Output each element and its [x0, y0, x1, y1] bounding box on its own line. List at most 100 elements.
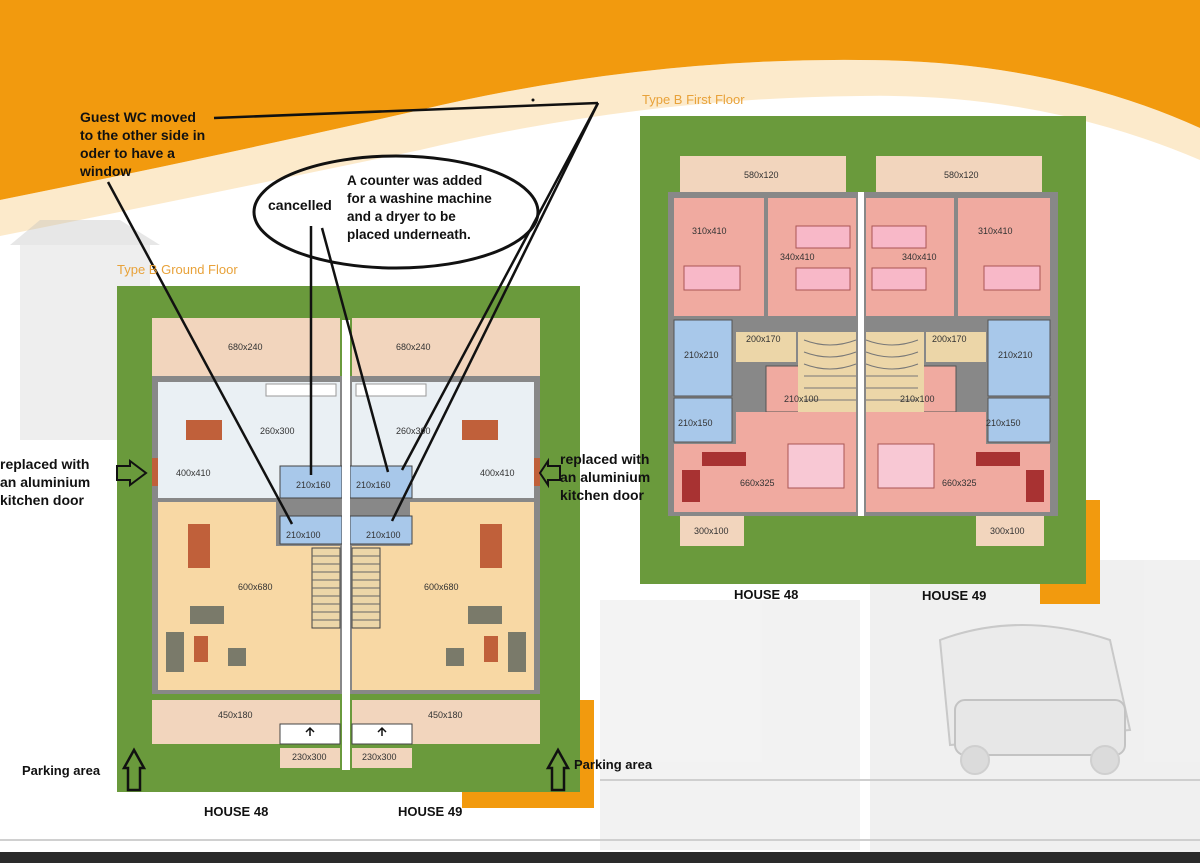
annotation-lines [106, 101, 600, 792]
annotation-dot [531, 98, 535, 102]
room-label: 260x300 [260, 426, 295, 436]
ground-floor-heading: Type B Ground Floor [117, 262, 238, 277]
room-label: 200x170 [932, 334, 967, 344]
room-label: 680x240 [396, 342, 431, 352]
terrace-right [352, 318, 540, 378]
kitchen-door-right [534, 458, 540, 486]
sofa-right [508, 632, 526, 672]
sofa-first-right [976, 452, 1020, 466]
room-label: 210x160 [356, 480, 391, 490]
annotation-line: replaced with [0, 456, 90, 472]
annotation-line: oder to have a [80, 145, 175, 161]
room-label: 260x300 [396, 426, 431, 436]
annotation-line: placed underneath. [347, 227, 471, 242]
annotation-line: an aluminium [0, 474, 91, 490]
room-label: 340x410 [902, 252, 937, 262]
bedroom2-right [866, 198, 954, 316]
room-label: 660x325 [942, 478, 977, 488]
annotation-door-left: replaced with an aluminium kitchen door [0, 455, 90, 509]
annotation-door-right: replaced with an aluminium kitchen door [560, 450, 650, 504]
annotation-line: kitchen door [560, 487, 645, 503]
room-label: 210x100 [784, 394, 819, 404]
annotation-guest-wc: Guest WC moved to the other side in oder… [80, 108, 205, 180]
room-label: 200x170 [746, 334, 781, 344]
balcony-right [876, 156, 1042, 192]
room-label: 660x325 [740, 478, 775, 488]
annotation-line: replaced with [560, 451, 650, 467]
bottom-strip [0, 852, 1200, 863]
annotation-parking-left: Parking area [22, 763, 101, 778]
room-label: 310x410 [978, 226, 1013, 236]
room-label: 310x410 [692, 226, 727, 236]
master-right-ext [866, 412, 986, 446]
background-house-sketch [0, 220, 1200, 860]
master-left-ext [736, 412, 856, 446]
annotation-line: Guest WC moved [80, 109, 196, 125]
armchair-right [468, 606, 502, 624]
coffee-table-left [194, 636, 208, 662]
stairs-right [351, 547, 381, 629]
room-label: 400x410 [480, 468, 515, 478]
balcony-left [680, 156, 846, 192]
bathroom-right [987, 319, 1051, 397]
annotation-cancelled: cancelled [268, 197, 332, 213]
annotation-line: kitchen door [0, 492, 85, 508]
landing-left [736, 332, 796, 362]
annotation-line: A counter was added [347, 173, 483, 188]
master-bed-right [877, 443, 935, 489]
landing-right [926, 332, 986, 362]
first-stairs-right [865, 332, 924, 412]
room-label: 600x680 [238, 582, 273, 592]
annotation-line: for a washine machine [347, 191, 492, 206]
room-label: 300x100 [694, 526, 729, 536]
annotation-counter: A counter was added for a washine machin… [347, 172, 492, 244]
sofa-left [166, 632, 184, 672]
bed-4 [871, 225, 927, 249]
annotation-parking-right: Parking area [574, 757, 653, 772]
orange-header-band [0, 0, 1200, 200]
front-balcony-right [976, 516, 1044, 546]
room-label: 210x100 [286, 530, 321, 540]
orange-header-shade [0, 59, 1200, 236]
kitchen-door-left [152, 458, 158, 486]
room-label: 400x410 [176, 468, 211, 478]
room-label: 230x300 [292, 752, 327, 762]
room-label: 210x150 [986, 418, 1021, 428]
room-label: 340x410 [780, 252, 815, 262]
party-wall-first [858, 192, 864, 516]
table-right [480, 524, 502, 568]
stairs-left [311, 547, 341, 629]
bedroom1-left [674, 198, 764, 316]
room-label: 230x300 [362, 752, 397, 762]
room-label: 450x180 [428, 710, 463, 720]
first-floor-heading: Type B First Floor [642, 92, 745, 107]
bed-2 [795, 225, 851, 249]
dining-table-right [462, 420, 498, 440]
dining-table-left [186, 420, 222, 440]
house-49-label-ground: HOUSE 49 [398, 804, 463, 819]
sofa-first-left [702, 452, 746, 466]
room-label: 680x240 [228, 342, 263, 352]
entrance-arrow-right [377, 726, 387, 736]
master-bed-left [787, 443, 845, 489]
bed-6 [983, 265, 1041, 291]
coffee-table-right [484, 636, 498, 662]
first-floor-plan [640, 116, 1100, 604]
terrace-left [152, 318, 340, 378]
bedroom1-right [958, 198, 1050, 316]
house-48-label-first: HOUSE 48 [734, 587, 799, 602]
chair-right [446, 648, 464, 666]
room-label: 300x100 [990, 526, 1025, 536]
room-label: 210x160 [296, 480, 331, 490]
first-stairs-left [798, 332, 857, 412]
front-balcony-left [680, 516, 744, 546]
room-label: 600x680 [424, 582, 459, 592]
wc-right [349, 515, 413, 545]
chair-first-right [1026, 470, 1044, 502]
shower-left [673, 397, 733, 443]
shower-right [987, 397, 1051, 443]
room-label: 580x120 [744, 170, 779, 180]
parking-pad-right [352, 748, 412, 768]
armchair-left [190, 606, 224, 624]
bed-5 [871, 267, 927, 291]
